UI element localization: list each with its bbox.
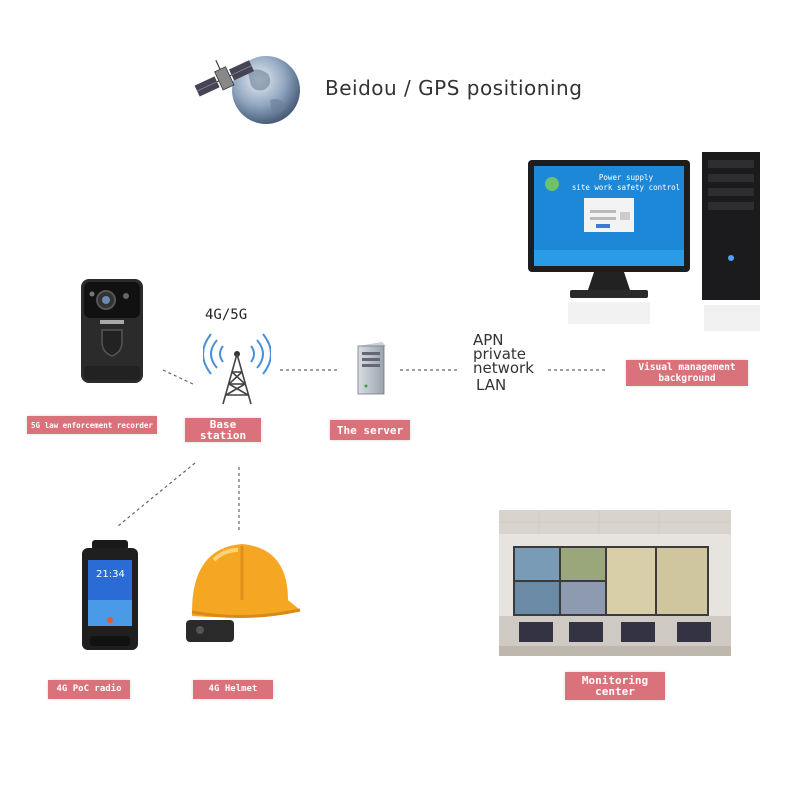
- network-line-private: private: [473, 345, 527, 363]
- base-station-label-line1: Base: [209, 418, 237, 431]
- server-label: The server: [330, 420, 410, 440]
- network-line-apn: APN: [473, 331, 504, 349]
- network-line-network: network: [473, 359, 534, 377]
- screen-line2: site work safety control: [571, 183, 681, 192]
- network-labels: APN private network: [473, 331, 534, 377]
- screen-text: Power supply site work safety control: [566, 173, 686, 193]
- line-recorder-base: [162, 369, 196, 386]
- base-station-label: Base station: [185, 418, 261, 442]
- network-line-lan: LAN: [476, 376, 507, 394]
- base-station-label-line2: station: [199, 429, 247, 442]
- management-label-line2: background: [658, 373, 716, 384]
- monitoring-label-line2: center: [595, 685, 635, 698]
- network-type-label: 4G/5G: [205, 307, 248, 323]
- management-label: Visual management background: [626, 360, 748, 386]
- line-base-radio: [117, 462, 196, 527]
- monitoring-center-icon: [499, 510, 731, 656]
- helmet-icon: [186, 544, 301, 642]
- poc-radio-icon: [82, 540, 138, 650]
- page-title: Beidou / GPS positioning: [325, 76, 583, 100]
- recorder-label: 5G law enforcement recorder: [27, 416, 157, 434]
- monitoring-label-line1: Monitoring: [581, 674, 649, 687]
- screen-line1: Power supply: [598, 173, 654, 182]
- monitoring-label: Monitoring center: [565, 672, 665, 700]
- server-icon: [357, 342, 386, 395]
- satellite-globe-icon: [194, 56, 300, 124]
- management-label-line1: Visual management: [638, 362, 736, 373]
- poc-radio-label: 4G PoC radio: [48, 680, 130, 699]
- helmet-label: 4G Helmet: [193, 680, 273, 699]
- radio-clock: 21:34: [96, 569, 125, 580]
- desktop-computer-icon: [528, 152, 760, 331]
- cell-tower-icon: [203, 333, 271, 405]
- body-camera-icon: [81, 279, 143, 383]
